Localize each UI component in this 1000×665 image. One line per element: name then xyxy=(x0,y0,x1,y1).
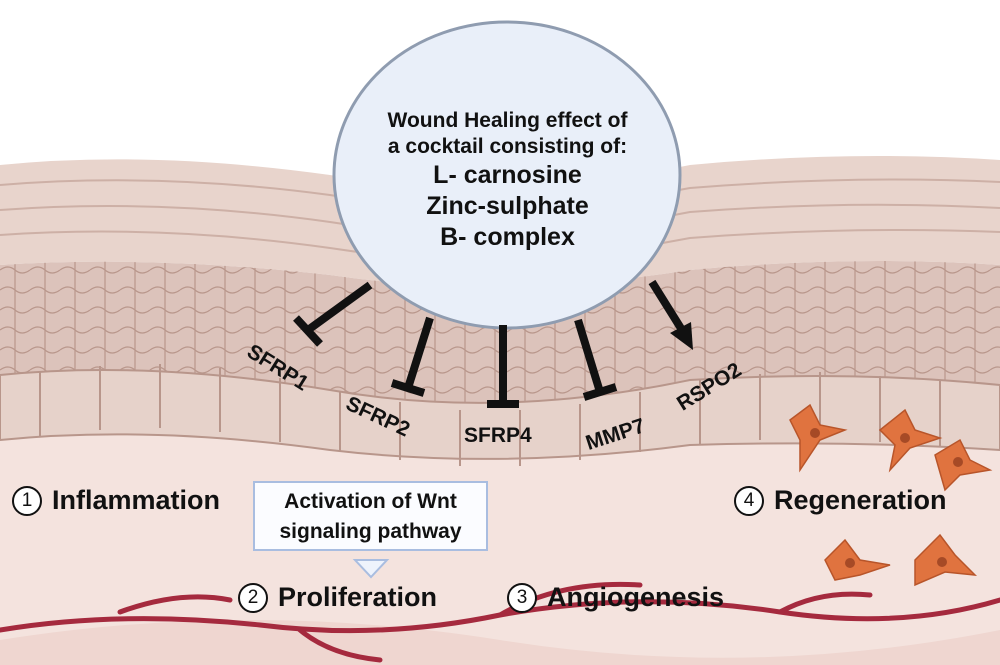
gene-sfrp4: SFRP4 xyxy=(464,424,532,447)
wnt-line1: Activation of Wnt xyxy=(284,490,457,513)
stage-label: Inflammation xyxy=(52,485,221,515)
stage-inflammation: 1 Inflammation xyxy=(12,485,220,516)
stage-number: 1 xyxy=(12,485,42,516)
wnt-pointer xyxy=(352,559,390,579)
arrow-head xyxy=(670,322,693,350)
wnt-line2: signaling pathway xyxy=(279,520,462,543)
lower-dermis xyxy=(0,620,1000,665)
ingredient-zinc-sulphate: Zinc-sulphate xyxy=(426,192,589,220)
inhibition-arrows xyxy=(293,281,618,408)
cocktail-heading-line1: Wound Healing effect of xyxy=(387,109,628,132)
cocktail-heading-line2: a cocktail consisting of: xyxy=(387,135,628,158)
cocktail-text: Wound Healing effect of a cocktail consi… xyxy=(335,108,680,253)
wnt-activation-box: Activation of Wnt signaling pathway xyxy=(253,481,488,551)
stage-label: Regeneration xyxy=(774,485,947,515)
ingredient-l-carnosine: L- carnosine xyxy=(433,161,582,189)
stage-label: Proliferation xyxy=(278,582,438,612)
stage-number: 2 xyxy=(238,582,268,613)
stage-label: Angiogenesis xyxy=(547,582,725,612)
stage-number: 4 xyxy=(734,485,764,516)
stage-number: 3 xyxy=(507,582,537,613)
stage-regeneration: 4 Regeneration xyxy=(734,485,947,516)
stage-angiogenesis: 3 Angiogenesis xyxy=(507,582,724,613)
ingredient-b-complex: B- complex xyxy=(440,223,575,251)
basal-layer xyxy=(0,369,1000,460)
blood-vessels xyxy=(0,581,1000,663)
stage-proliferation: 2 Proliferation xyxy=(238,582,437,613)
activation-arrow xyxy=(648,279,686,333)
